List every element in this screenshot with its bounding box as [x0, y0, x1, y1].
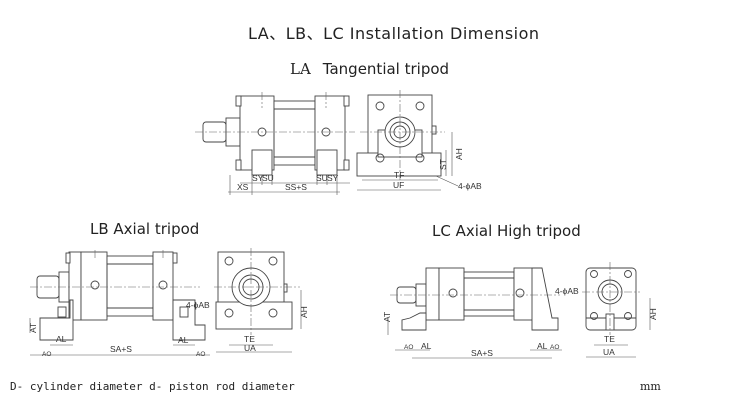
lb-dim-al: AL — [56, 334, 67, 344]
lc-side-view — [387, 267, 562, 359]
diameter-legend: D- cylinder diameter d- piston rod diame… — [10, 380, 295, 393]
la-side-view — [195, 92, 355, 195]
unit-label: mm — [640, 380, 661, 393]
lb-dim-at: AT — [28, 323, 38, 333]
la-dim-su2: SU — [316, 173, 328, 183]
lc-dim-ao2: AO — [550, 344, 559, 351]
lc-dim-ua: UA — [603, 347, 615, 357]
lc-dim-te: TE — [604, 334, 615, 344]
page-title: LA、LB、LC Installation Dimension — [248, 24, 540, 43]
la-front-view — [356, 90, 459, 191]
la-dim-hole: 4-ϕAB — [458, 181, 482, 191]
la-dim-ss: SS+S — [285, 182, 307, 192]
lc-dim-ao: AO — [404, 344, 413, 351]
lb-dim-sa: SA+S — [110, 344, 132, 354]
lb-dim-ao2: AO — [196, 351, 205, 358]
la-dim-ah: AH — [454, 148, 464, 160]
la-dim-xs: XS — [237, 182, 249, 192]
lc-front-view — [582, 262, 651, 358]
la-heading: LA Tangential tripod — [290, 60, 449, 78]
la-dim-su: SU — [262, 173, 274, 183]
lb-heading: LB Axial tripod — [90, 220, 200, 238]
lc-heading: LC Axial High tripod — [432, 222, 581, 240]
lb-dim-al2: AL — [178, 335, 189, 345]
la-dim-tf: TF — [394, 170, 404, 180]
la-dim-st: ST — [438, 159, 448, 170]
lc-dim-sa: SA+S — [471, 348, 493, 358]
lc-dim-at: AT — [382, 312, 392, 322]
la-dim-sy: SY — [252, 173, 264, 183]
lb-dim-hole: 4-ϕAB — [186, 300, 210, 310]
lb-dim-ao: AO — [42, 351, 51, 358]
la-code: LA — [290, 60, 311, 78]
la-name: Tangential tripod — [322, 60, 450, 78]
lb-side-view — [29, 250, 210, 356]
lb-front-view — [214, 248, 302, 353]
lc-dim-al: AL — [421, 341, 432, 351]
la-dim-sy2: SY — [327, 173, 339, 183]
lc-dim-al2: AL — [537, 341, 548, 351]
la-dim-uf: UF — [393, 180, 404, 190]
lc-dim-hole: 4-ϕAB — [555, 286, 579, 296]
lc-dim-ah: AH — [648, 308, 658, 320]
lb-dim-ah: AH — [299, 306, 309, 318]
lb-dim-ua: UA — [244, 343, 256, 353]
lb-dim-te: TE — [244, 334, 255, 344]
